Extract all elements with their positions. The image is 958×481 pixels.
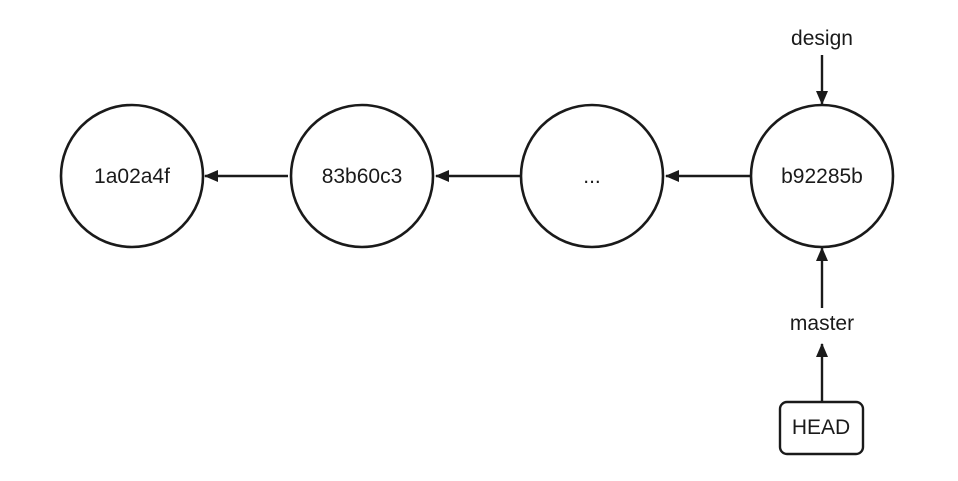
- commit-node-1a02a4f[interactable]: 1a02a4f: [59, 103, 205, 249]
- branch-label-master[interactable]: master: [790, 312, 854, 335]
- branch-label-design[interactable]: design: [791, 27, 853, 50]
- commit-label: b92285b: [781, 165, 863, 188]
- head-label: HEAD: [792, 416, 850, 439]
- commit-label: 1a02a4f: [94, 165, 170, 188]
- commit-label: 83b60c3: [322, 165, 403, 188]
- commit-node-83b60c3[interactable]: 83b60c3: [289, 103, 435, 249]
- head-box: [778, 400, 865, 456]
- commit-node-ellipsis[interactable]: ...: [519, 103, 665, 249]
- commit-node-b92285b[interactable]: b92285b: [749, 103, 895, 249]
- commit-label: ...: [583, 165, 601, 188]
- head-ref[interactable]: HEAD: [778, 400, 865, 456]
